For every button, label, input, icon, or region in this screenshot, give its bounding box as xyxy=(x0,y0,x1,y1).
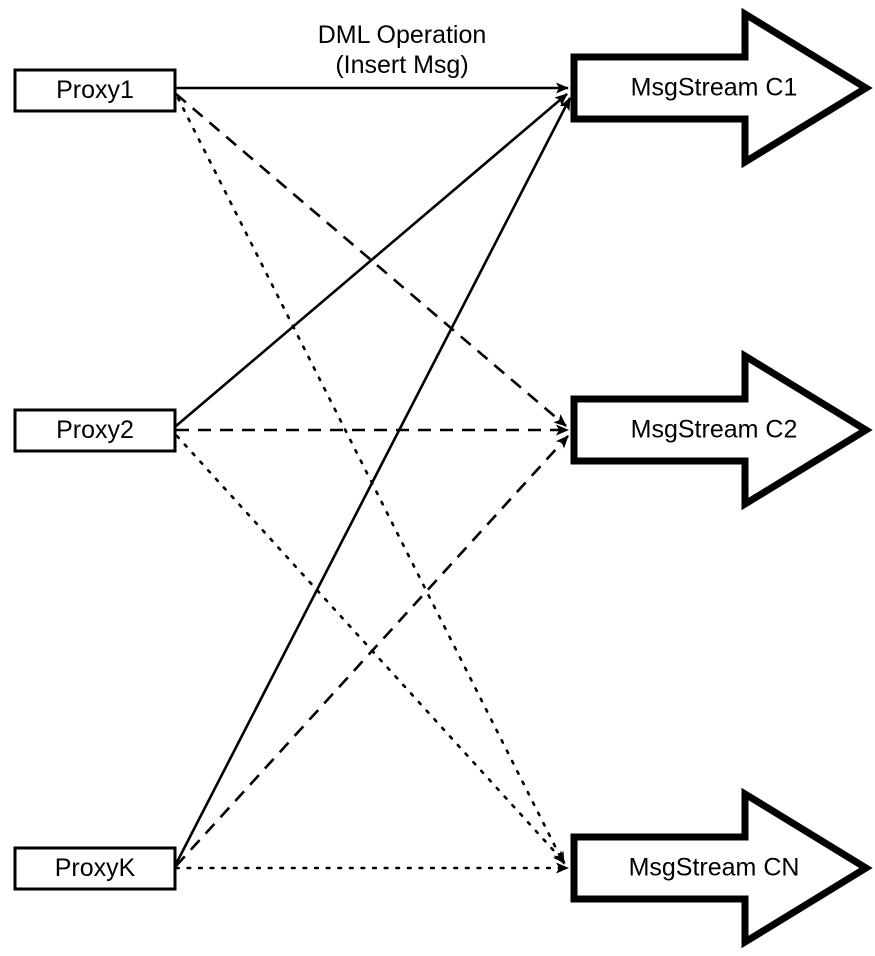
proxy2-to-cn xyxy=(175,434,567,865)
proxy-box-proxy2 xyxy=(13,408,177,453)
connectors-layer xyxy=(174,82,572,874)
annotations-layer: DML Operation(Insert Msg) xyxy=(318,21,487,79)
msgstream-label-msgstream-cn: MsgStream CN xyxy=(629,854,800,882)
block-arrow-msgstream-c2 xyxy=(570,349,873,511)
msgstream-label-msgstream-c1: MsgStream C1 xyxy=(631,74,798,102)
msgstream-node-msgstream-c1[interactable]: MsgStream C1 xyxy=(570,7,873,169)
block-arrow-msgstream-cn xyxy=(570,787,873,949)
proxy-node-proxy2[interactable]: Proxy2 xyxy=(13,408,177,453)
dml-operation-label: DML Operation(Insert Msg) xyxy=(318,21,487,79)
proxy-node-proxy1[interactable]: Proxy1 xyxy=(13,68,177,113)
proxyK-to-c1 xyxy=(174,97,572,865)
dml-operation-label-line1: DML Operation xyxy=(318,21,487,49)
proxy-label-proxy2: Proxy2 xyxy=(56,416,134,444)
proxyK-to-c2 xyxy=(175,435,569,867)
msgstream-node-msgstream-c2[interactable]: MsgStream C2 xyxy=(570,349,873,511)
msgstream-label-msgstream-c2: MsgStream C2 xyxy=(631,416,798,444)
msgstream-node-msgstream-cn[interactable]: MsgStream CN xyxy=(570,787,873,949)
proxy-box-proxyK xyxy=(13,846,177,891)
proxy1-to-c2 xyxy=(175,93,567,427)
proxy1-to-cn xyxy=(176,96,566,866)
proxy-label-proxyK: ProxyK xyxy=(55,854,136,882)
block-arrow-msgstream-c1 xyxy=(570,7,873,169)
msgstream-nodes-layer: MsgStream C1 MsgStream C2 MsgStream CN xyxy=(570,7,873,949)
dml-operation-label-line2: (Insert Msg) xyxy=(335,51,468,79)
proxy-node-proxyK[interactable]: ProxyK xyxy=(13,846,177,891)
proxy2-to-c1 xyxy=(175,93,568,427)
proxy-box-proxy1 xyxy=(13,68,177,113)
proxy-label-proxy1: Proxy1 xyxy=(56,76,134,104)
